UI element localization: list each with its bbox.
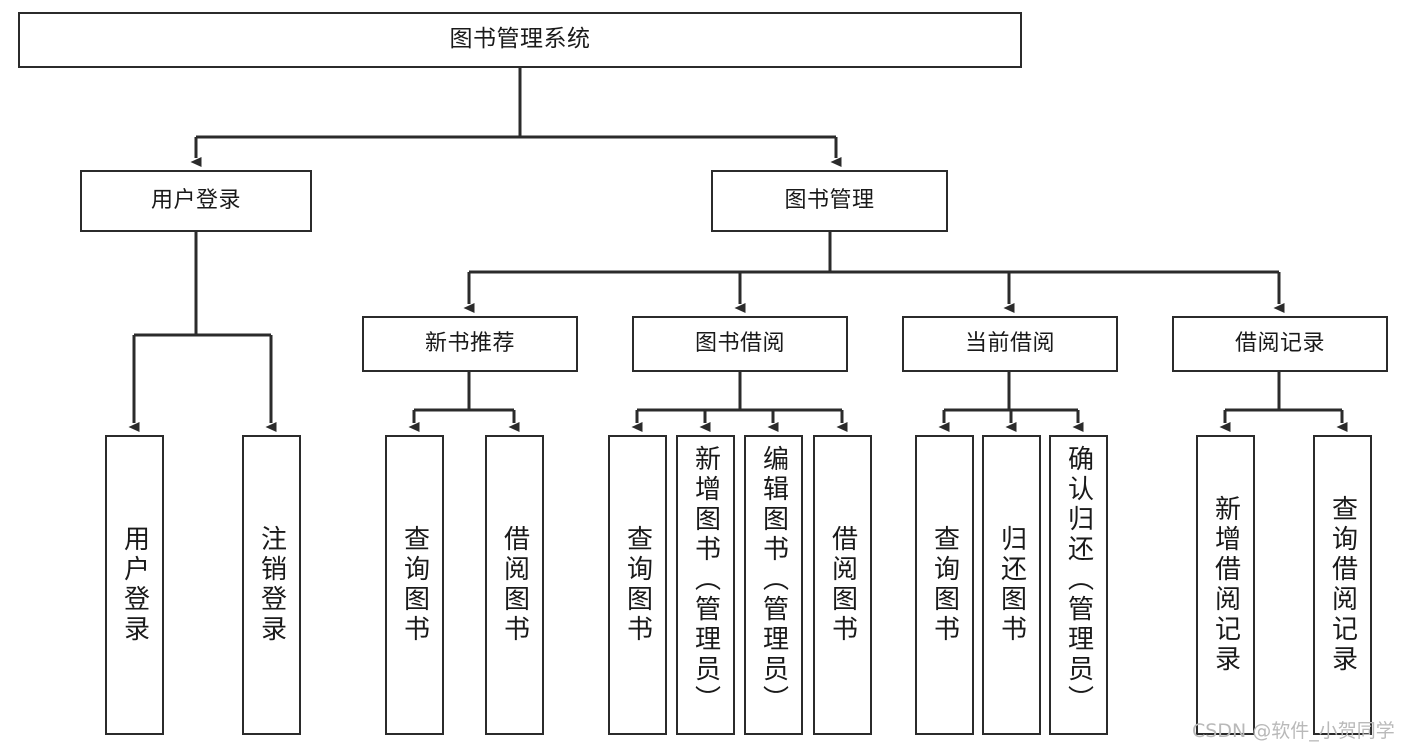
node-label: 查询借阅记录 <box>1327 495 1358 675</box>
leaf-borrow-add-book-admin[interactable]: 新增图书（管理员） <box>676 435 735 735</box>
node-label: 借阅图书 <box>499 525 530 645</box>
node-label: 图书管理 <box>784 188 875 214</box>
node-label: 当前借阅 <box>964 331 1055 357</box>
node-label: 注销登录 <box>256 525 287 645</box>
node-user-login[interactable]: 用户登录 <box>80 170 312 232</box>
node-label: 新增借阅记录 <box>1210 495 1241 675</box>
node-label: 用户登录 <box>150 188 241 214</box>
node-root-system[interactable]: 图书管理系统 <box>18 12 1022 68</box>
leaf-user-login-signin[interactable]: 用户登录 <box>105 435 164 735</box>
leaf-current-return-book[interactable]: 归还图书 <box>982 435 1041 735</box>
node-book-borrow[interactable]: 图书借阅 <box>632 316 848 372</box>
node-label: 借阅记录 <box>1234 331 1325 357</box>
leaf-borrow-edit-book-admin[interactable]: 编辑图书（管理员） <box>744 435 803 735</box>
node-label: 归还图书 <box>996 525 1027 645</box>
node-new-book-recommend[interactable]: 新书推荐 <box>362 316 578 372</box>
node-label: 编辑图书（管理员） <box>758 445 789 715</box>
node-label: 用户登录 <box>119 525 150 645</box>
node-current-borrow[interactable]: 当前借阅 <box>902 316 1118 372</box>
node-label: 确认归还（管理员） <box>1063 445 1094 715</box>
leaf-recommend-query-book[interactable]: 查询图书 <box>385 435 444 735</box>
node-label: 查询图书 <box>622 525 653 645</box>
node-label: 图书借阅 <box>694 331 785 357</box>
leaf-recommend-borrow-book[interactable]: 借阅图书 <box>485 435 544 735</box>
leaf-current-query-book[interactable]: 查询图书 <box>915 435 974 735</box>
node-label: 查询图书 <box>929 525 960 645</box>
leaf-borrow-query-book[interactable]: 查询图书 <box>608 435 667 735</box>
leaf-current-confirm-return-admin[interactable]: 确认归还（管理员） <box>1049 435 1108 735</box>
csdn-watermark: CSDN @软件_小贺同学 <box>1192 720 1395 742</box>
node-label: 借阅图书 <box>827 525 858 645</box>
node-borrow-record[interactable]: 借阅记录 <box>1172 316 1388 372</box>
leaf-record-add-record[interactable]: 新增借阅记录 <box>1196 435 1255 735</box>
node-label: 查询图书 <box>399 525 430 645</box>
leaf-user-login-signout[interactable]: 注销登录 <box>242 435 301 735</box>
node-label: 新书推荐 <box>424 331 515 357</box>
leaf-record-query-record[interactable]: 查询借阅记录 <box>1313 435 1372 735</box>
node-label: 图书管理系统 <box>449 26 591 53</box>
node-label: 新增图书（管理员） <box>690 445 721 715</box>
node-book-management[interactable]: 图书管理 <box>711 170 948 232</box>
leaf-borrow-borrow-book[interactable]: 借阅图书 <box>813 435 872 735</box>
